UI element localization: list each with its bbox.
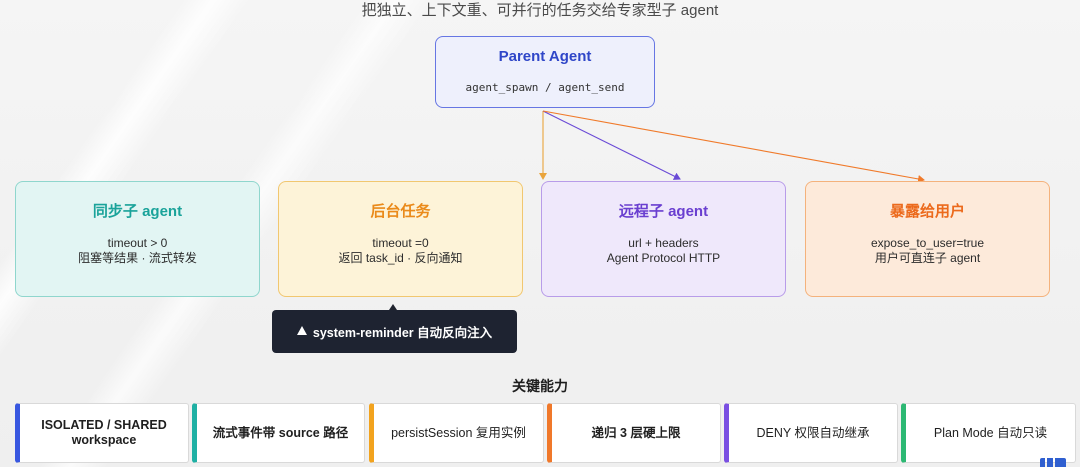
- capability-card: 递归 3 层硬上限: [547, 403, 721, 463]
- mode-title: 远程子 agent: [618, 203, 709, 220]
- mode-title: 后台任务: [370, 203, 431, 220]
- mode-detail-line: 返回 task_id · 反向通知: [338, 251, 463, 265]
- capability-label: ISOLATED / SHARED workspace: [41, 418, 167, 447]
- diagram-subtitle: 把独立、上下文重、可并行的任务交给专家型子 agent: [361, 2, 719, 19]
- expose-to-user-node: 暴露给用户 expose_to_user=true 用户可直连子 agent: [805, 181, 1050, 297]
- capability-label: 流式事件带 source 路径: [212, 425, 349, 440]
- mode-detail-line: Agent Protocol HTTP: [606, 251, 721, 265]
- mode-detail-line: timeout =0: [372, 236, 429, 250]
- mode-detail-line: expose_to_user=true: [870, 236, 985, 250]
- capabilities-heading: 关键能力: [512, 378, 568, 394]
- capability-card: ISOLATED / SHARED workspace: [15, 403, 189, 463]
- sync-sub-agent-node: 同步子 agent timeout > 0 阻塞等结果 · 流式转发: [15, 181, 260, 297]
- mode-detail-line: url + headers: [628, 236, 699, 250]
- system-reminder-text: system-reminder 自动反向注入: [312, 326, 493, 340]
- mode-title: 暴露给用户: [889, 203, 965, 220]
- arrow-to-expose-user: [542, 110, 925, 183]
- capability-label: DENY 权限自动继承: [756, 425, 870, 440]
- mode-detail-line: 用户可直连子 agent: [874, 251, 981, 265]
- remote-sub-agent-node: 远程子 agent url + headers Agent Protocol H…: [541, 181, 786, 297]
- capability-card: DENY 权限自动继承: [724, 403, 898, 463]
- background-task-node: 后台任务 timeout =0 返回 task_id · 反向通知: [278, 181, 523, 297]
- arrow-to-remote-agent: [542, 110, 681, 180]
- system-reminder-callout: system-reminder 自动反向注入: [272, 310, 517, 353]
- corner-logo-fragment: [1040, 458, 1066, 467]
- capability-card: 流式事件带 source 路径: [192, 403, 365, 463]
- parent-agent-methods: agent_spawn / agent_send: [465, 81, 625, 94]
- callout-pointer: [389, 304, 397, 310]
- mode-title: 同步子 agent: [92, 203, 183, 220]
- parent-agent-node: Parent Agent agent_spawn / agent_send: [435, 36, 655, 108]
- capability-label: persistSession 复用实例: [391, 425, 526, 440]
- capability-card: Plan Mode 自动只读: [901, 403, 1076, 463]
- triangle-up-icon: [296, 326, 307, 335]
- capability-label: 递归 3 层硬上限: [591, 425, 681, 440]
- capability-label: Plan Mode 自动只读: [933, 425, 1048, 440]
- capability-card: persistSession 复用实例: [369, 403, 544, 463]
- mode-detail-line: 阻塞等结果 · 流式转发: [78, 251, 197, 265]
- parent-agent-title: Parent Agent: [498, 48, 592, 65]
- mode-detail-line: timeout > 0: [107, 236, 168, 250]
